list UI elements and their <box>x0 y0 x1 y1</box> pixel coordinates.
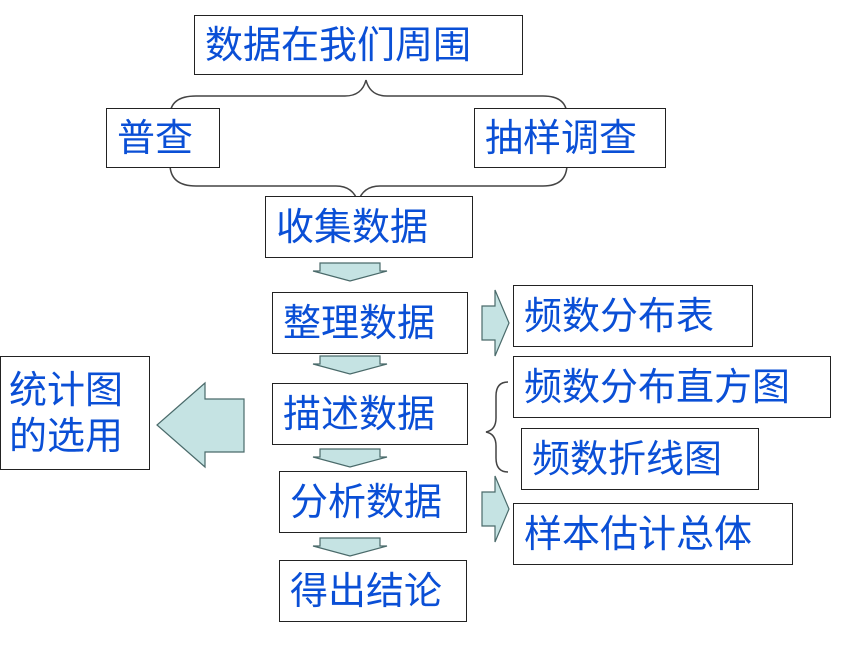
down-arrow-2 <box>312 355 388 375</box>
output-frequency-table: 频数分布表 <box>513 285 753 347</box>
down-arrow-3 <box>312 448 388 468</box>
step-organize-data: 整理数据 <box>272 292 468 354</box>
step-collect-data: 收集数据 <box>265 196 473 258</box>
step-draw-conclusion: 得出结论 <box>279 560 467 622</box>
step-describe-data: 描述数据 <box>272 383 468 445</box>
output-frequency-polygon: 频数折线图 <box>521 428 759 490</box>
right-brace <box>485 381 509 473</box>
step-analyze-data: 分析数据 <box>279 471 467 533</box>
down-arrow-1 <box>312 262 388 282</box>
chart-selection-box: 统计图 的选用 <box>0 356 150 470</box>
title-box: 数据在我们周围 <box>194 15 523 75</box>
output-frequency-histogram: 频数分布直方图 <box>513 356 831 418</box>
left-arrow <box>156 381 245 469</box>
sampling-survey-box: 抽样调查 <box>474 108 666 168</box>
census-box: 普查 <box>106 108 220 168</box>
chart-selection-line-1: 统计图 <box>9 368 124 412</box>
chart-selection-line-2: 的选用 <box>9 414 124 458</box>
output-sample-estimate: 样本估计总体 <box>513 503 793 565</box>
right-arrow-2 <box>481 475 510 543</box>
down-arrow-4 <box>312 537 388 557</box>
top-brace <box>169 79 568 117</box>
right-arrow-1 <box>481 289 510 357</box>
